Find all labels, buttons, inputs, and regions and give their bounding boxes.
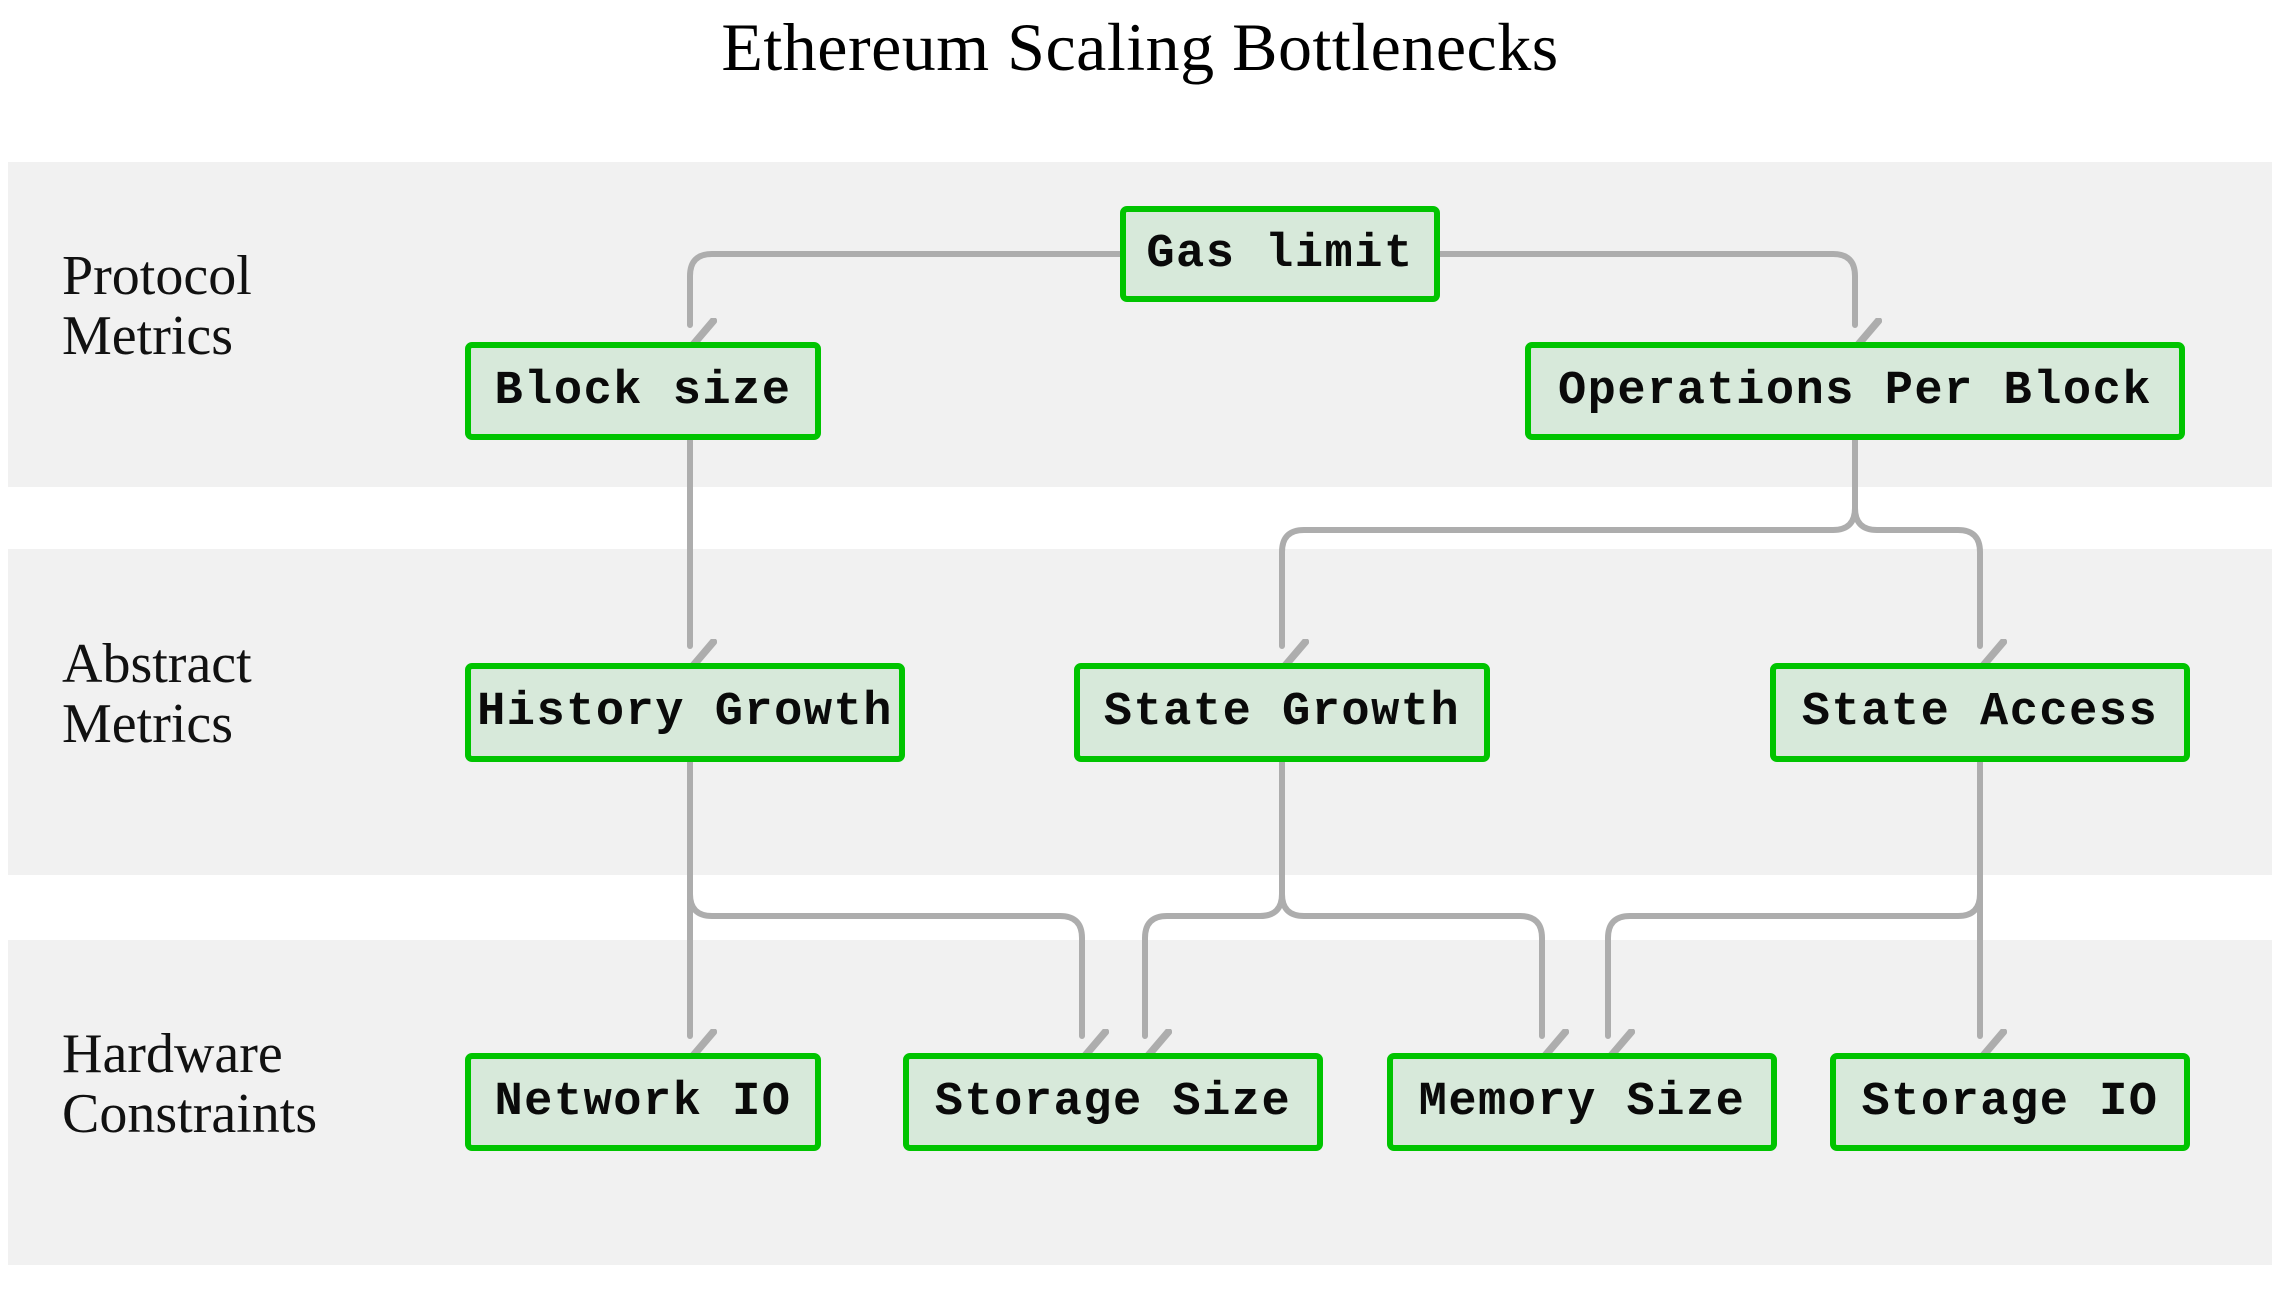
node-label-operations-per-block: Operations Per Block	[1557, 364, 2153, 418]
node-operations-per-block[interactable]: Operations Per Block	[1525, 342, 2185, 440]
node-label-memory-size: Memory Size	[1418, 1075, 1746, 1129]
node-label-state-access: State Access	[1801, 686, 2159, 739]
band-label-protocol-metrics: Protocol Metrics	[62, 245, 252, 368]
node-label-history-growth: History Growth	[477, 686, 893, 739]
node-label-storage-size: Storage Size	[934, 1075, 1292, 1129]
node-history-growth[interactable]: History Growth	[465, 663, 905, 762]
node-storage-io[interactable]: Storage IO	[1830, 1053, 2190, 1151]
node-label-gas-limit: Gas limit	[1146, 227, 1414, 281]
node-label-network-io: Network IO	[494, 1075, 792, 1129]
node-state-growth[interactable]: State Growth	[1074, 663, 1490, 762]
node-label-storage-io: Storage IO	[1861, 1075, 2159, 1129]
node-memory-size[interactable]: Memory Size	[1387, 1053, 1777, 1151]
node-label-block-size: Block size	[494, 364, 792, 418]
band-label-hardware-constraints: Hardware Constraints	[62, 1023, 318, 1146]
node-gas-limit[interactable]: Gas limit	[1120, 206, 1440, 302]
page-title: Ethereum Scaling Bottlenecks	[721, 9, 1559, 85]
node-block-size[interactable]: Block size	[465, 342, 821, 440]
node-label-state-growth: State Growth	[1103, 686, 1461, 739]
node-network-io[interactable]: Network IO	[465, 1053, 821, 1151]
band-label-abstract-metrics: Abstract Metrics	[62, 633, 252, 756]
node-storage-size[interactable]: Storage Size	[903, 1053, 1323, 1151]
node-state-access[interactable]: State Access	[1770, 663, 2190, 762]
